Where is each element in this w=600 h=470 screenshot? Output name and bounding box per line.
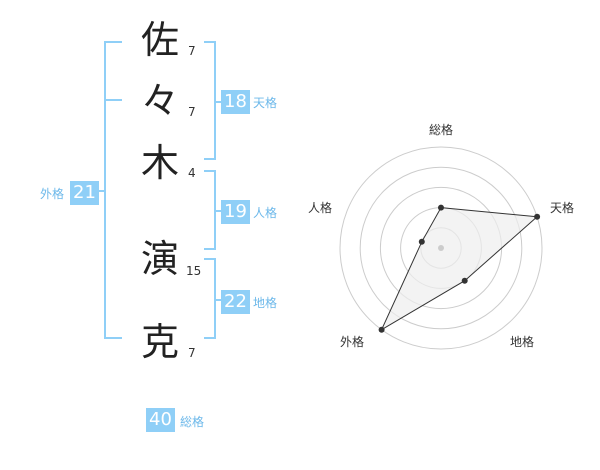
radar-ring [339, 146, 543, 350]
chikaku-label: 地格 [253, 296, 278, 310]
gaikaku-label: 外格 [40, 187, 65, 201]
gaikaku-value-badge: 21 [70, 181, 99, 205]
radar-label-jinkaku: 人格 [308, 200, 332, 215]
stroke-count-1: 7 [188, 44, 196, 58]
tenkaku-label: 天格 [253, 96, 278, 110]
tenkaku-bracket-tick [216, 101, 224, 103]
gaikaku-bracket-tick-1 [104, 99, 122, 101]
gaikaku-bracket-tick-2 [94, 190, 104, 192]
soukaku-label: 総格 [180, 415, 205, 429]
radar-label-soukaku: 総格 [429, 122, 453, 137]
radar-point-jinkaku [418, 238, 425, 245]
jinkaku-bracket-tick [216, 210, 224, 212]
stroke-count-4: 15 [186, 264, 202, 278]
radar-center-dot [438, 245, 444, 251]
radar-point-soukaku [438, 204, 444, 211]
chikaku-value-badge: 22 [221, 290, 250, 314]
name-char-2: 々 [140, 79, 179, 123]
jinkaku-value-badge: 19 [221, 200, 250, 224]
radar-ring [359, 166, 523, 330]
stroke-count-2: 7 [188, 105, 196, 119]
radar-point-chikaku [461, 277, 468, 284]
gaikaku-bracket [104, 41, 122, 339]
jinkaku-bracket [204, 170, 216, 250]
tenkaku-bracket [204, 41, 216, 160]
radar-label-chikaku: 地格 [510, 334, 534, 349]
radar-point-gaikaku [378, 326, 385, 333]
radar-point-tenkaku [534, 213, 541, 220]
name-char-3: 木 [140, 141, 179, 185]
radar-points [378, 204, 541, 333]
name-char-5: 克 [140, 320, 179, 364]
radar-label-gaikaku: 外格 [340, 334, 364, 349]
name-char-1: 佐 [140, 18, 179, 62]
soukaku-value-badge: 40 [146, 408, 175, 432]
tenkaku-value-badge: 18 [221, 90, 250, 114]
name-char-4: 演 [140, 237, 179, 281]
stroke-count-5: 7 [188, 346, 196, 360]
stroke-count-3: 4 [188, 166, 196, 180]
chikaku-bracket [204, 258, 216, 339]
jinkaku-label: 人格 [253, 206, 278, 220]
radar-label-tenkaku: 天格 [550, 200, 574, 215]
radar-score-polygon [380, 207, 539, 331]
chikaku-bracket-tick [216, 299, 224, 301]
